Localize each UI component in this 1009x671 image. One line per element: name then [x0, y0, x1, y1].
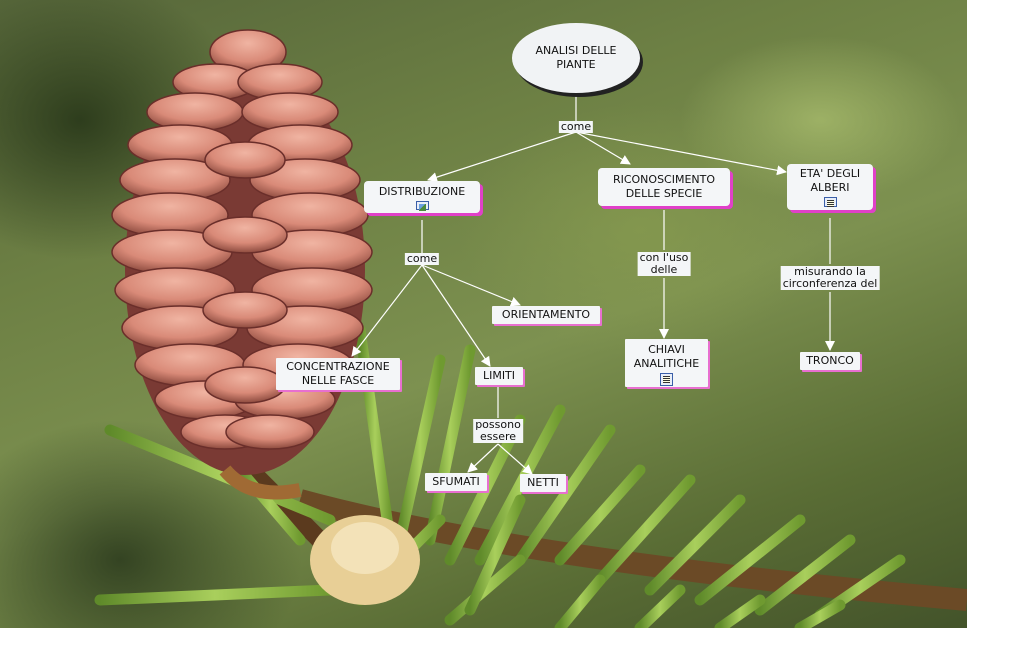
netti-node[interactable]: NETTI [520, 474, 566, 492]
netti-label: NETTI [527, 476, 559, 489]
document-icon[interactable] [823, 197, 837, 207]
image-icon[interactable] [415, 201, 429, 211]
eta-node[interactable]: ETA' DEGLI ALBERI [787, 164, 873, 210]
riconoscimento-label: RICONOSCIMENTO DELLE SPECIE [612, 173, 716, 200]
sfumati-node[interactable]: SFUMATI [425, 473, 487, 491]
orientamento-node[interactable]: ORIENTAMENTO [492, 306, 600, 324]
background-photo: ANALISI DELLE PIANTE DISTRIBUZIONE RICON… [0, 0, 967, 628]
tronco-node[interactable]: TRONCO [800, 352, 860, 370]
distribuzione-node[interactable]: DISTRIBUZIONE [364, 181, 480, 213]
concentrazione-node[interactable]: CONCENTRAZIONE NELLE FASCE [276, 358, 400, 390]
root-node[interactable]: ANALISI DELLE PIANTE [512, 23, 640, 93]
eta-label: ETA' DEGLI ALBERI [799, 167, 861, 194]
root-label: ANALISI DELLE PIANTE [535, 44, 617, 71]
concept-links [351, 155, 835, 475]
limiti-label: LIMITI [482, 369, 516, 382]
riconoscimento-node[interactable]: RICONOSCIMENTO DELLE SPECIE [598, 168, 730, 206]
chiavi-node[interactable]: CHIAVI ANALITICHE [625, 339, 708, 387]
document-icon[interactable] [660, 372, 673, 386]
orientamento-label: ORIENTAMENTO [501, 308, 591, 321]
chiavi-label: CHIAVI ANALITICHE [633, 342, 700, 370]
link-label-root-come[interactable]: come [558, 120, 594, 133]
limiti-node[interactable]: LIMITI [475, 367, 523, 385]
link-label-misurando[interactable]: misurando la circonferenza del [780, 265, 880, 290]
link-label-con-uso-delle[interactable]: con l'uso delle [637, 251, 691, 276]
tronco-label: TRONCO [806, 354, 854, 367]
link-label-distribuzione-come[interactable]: come [404, 252, 440, 265]
distribuzione-label: DISTRIBUZIONE [378, 185, 466, 198]
sfumati-label: SFUMATI [432, 475, 480, 488]
concentrazione-label: CONCENTRAZIONE NELLE FASCE [286, 360, 390, 387]
link-label-possono-essere[interactable]: possono essere [473, 418, 523, 443]
